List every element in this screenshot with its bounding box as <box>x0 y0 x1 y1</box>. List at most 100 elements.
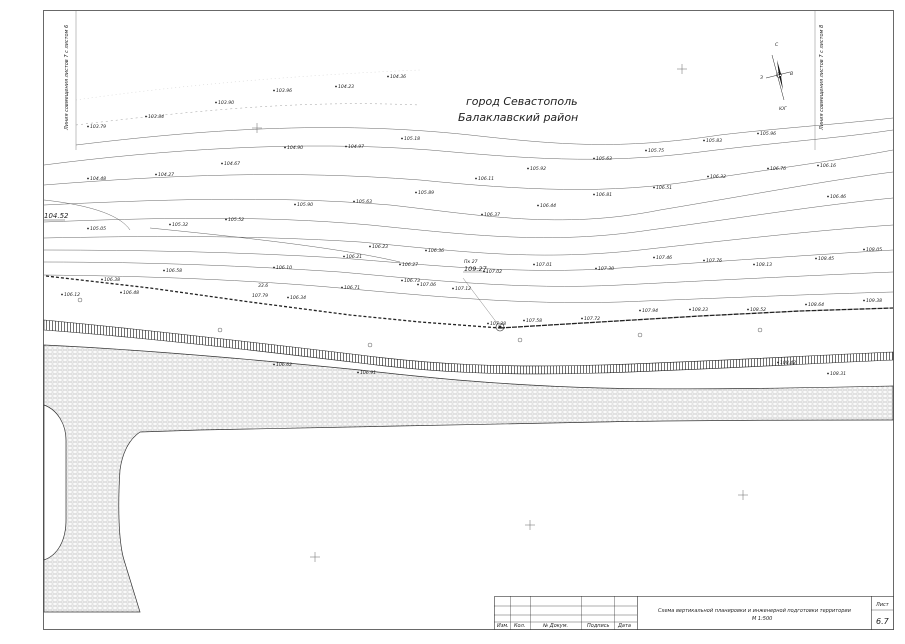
elevation-label: 104.90 <box>287 145 303 151</box>
elevation-point-marker <box>777 361 779 364</box>
elevation-label: 106.81 <box>596 192 612 198</box>
elevation-label: 103.79 <box>90 124 106 130</box>
elevation-point-marker <box>145 115 147 118</box>
design-slope-label: 33.6 <box>258 283 268 289</box>
sheet-frame <box>43 10 894 630</box>
elevation-point-marker <box>817 164 819 167</box>
elevation-label: 107.06 <box>420 282 436 288</box>
title-block: Изм. Кол. № Докум. Подпись Дата Схема ве… <box>494 596 894 630</box>
elevation-label: 109.38 <box>866 298 882 304</box>
elevation-label: 103.84 <box>148 114 164 120</box>
elevation-label: 104.27 <box>158 172 174 178</box>
elevation-point-marker <box>401 137 403 140</box>
elevation-label: 106.32 <box>710 174 726 180</box>
elevation-point-marker <box>163 269 165 272</box>
elevation-label: 108.64 <box>808 302 824 308</box>
sheet-number: 6.7 <box>876 617 890 626</box>
elevation-point-marker <box>169 223 171 226</box>
elevation-label: 108.13 <box>756 262 772 268</box>
elevation-label: 106.11 <box>478 176 494 182</box>
elevation-point-marker <box>523 319 525 322</box>
elevation-point-marker <box>581 317 583 320</box>
elevation-label: 105.63 <box>356 199 372 205</box>
elevation-label: 104.48 <box>90 176 106 182</box>
elevation-point-marker <box>415 191 417 194</box>
elevation-label: 106.37 <box>484 212 500 218</box>
elevation-label: 105.89 <box>418 190 434 196</box>
elevation-label: 107.58 <box>526 318 542 324</box>
picket-marker: Пк 27 109.27 <box>462 259 505 332</box>
elevation-label: 108.05 <box>866 247 882 253</box>
elevation-label: 105.96 <box>760 131 776 137</box>
elevation-label: 107.72 <box>584 316 600 322</box>
elevation-label: 104.36 <box>390 74 406 80</box>
elevation-point-marker <box>399 263 401 266</box>
district-label: Балаклавский район <box>458 111 578 124</box>
elevation-point-marker <box>593 157 595 160</box>
elevation-label: 105.90 <box>297 202 313 208</box>
elevation-label: 106.71 <box>344 285 360 291</box>
elevation-label: 106.16 <box>820 163 836 169</box>
elevation-point-marker <box>767 167 769 170</box>
elevation-label: 103.90 <box>218 100 234 106</box>
elevation-point-marker <box>452 287 454 290</box>
grid-crosses <box>252 64 748 562</box>
elevation-point-marker <box>707 175 709 178</box>
elevation-point-marker <box>343 255 345 258</box>
elevation-label: 108.31 <box>830 371 846 377</box>
elevation-label: 104.23 <box>338 84 354 90</box>
elevation-label: 103.96 <box>276 88 292 94</box>
elevation-label: 106.12 <box>64 292 80 298</box>
elevation-label: 105.75 <box>648 148 664 154</box>
elevation-label: 105.52 <box>228 217 244 223</box>
elevation-label: 106.91 <box>360 370 376 376</box>
elevation-point-marker <box>215 101 217 104</box>
elevation-label: 106.21 <box>346 254 362 260</box>
design-axis-line <box>499 307 894 329</box>
elevation-point-marker <box>639 309 641 312</box>
elevation-label: 105.32 <box>172 222 188 228</box>
boundary-line <box>75 69 421 101</box>
design-axis-line <box>45 275 501 329</box>
elevation-point-marker <box>87 227 89 230</box>
elevation-point-marker <box>357 371 359 374</box>
elevation-point-marker <box>273 363 275 366</box>
elevation-label: 105.18 <box>404 136 420 142</box>
elevation-label: 107.46 <box>656 255 672 261</box>
elevation-point-marker <box>653 186 655 189</box>
elevation-label: 106.23 <box>372 244 388 250</box>
elevation-label: 108.52 <box>750 307 766 313</box>
elevation-point-marker <box>101 278 103 281</box>
elevation-label: 106.44 <box>540 203 556 209</box>
elevation-point-marker <box>273 89 275 92</box>
elevation-point-marker <box>61 293 63 296</box>
road-surface <box>43 344 894 613</box>
elevation-point-marker <box>863 299 865 302</box>
point-objects <box>77 297 763 348</box>
elevation-label: 106.34 <box>290 295 306 301</box>
elevation-point-marker <box>221 162 223 165</box>
elevation-point-marker <box>353 200 355 203</box>
design-elevation-label: 107.79 <box>252 293 268 299</box>
elevation-label: 106.51 <box>656 185 672 191</box>
elevation-point-marker <box>273 266 275 269</box>
elevation-label: 106.48 <box>123 290 139 296</box>
elevation-label: 106.58 <box>166 268 182 274</box>
elevation-label: 107.28 <box>490 321 506 327</box>
elevation-label: 108.23 <box>692 307 708 313</box>
elevation-point-marker <box>703 259 705 262</box>
elevation-point-marker <box>533 263 535 266</box>
elevation-label: 108.45 <box>818 256 834 262</box>
elevation-label: 106.46 <box>830 194 846 200</box>
elevation-point-marker <box>863 248 865 251</box>
elevation-label: 107.12 <box>455 286 471 292</box>
elevation-point-marker <box>747 308 749 311</box>
elevation-point-marker <box>537 204 539 207</box>
elevation-label: 104.97 <box>348 144 364 150</box>
elevation-point-marker <box>653 256 655 259</box>
elevation-label: 106.76 <box>770 166 786 172</box>
edge-elevation: 104.52 <box>44 212 69 220</box>
elevation-point-marker <box>815 257 817 260</box>
